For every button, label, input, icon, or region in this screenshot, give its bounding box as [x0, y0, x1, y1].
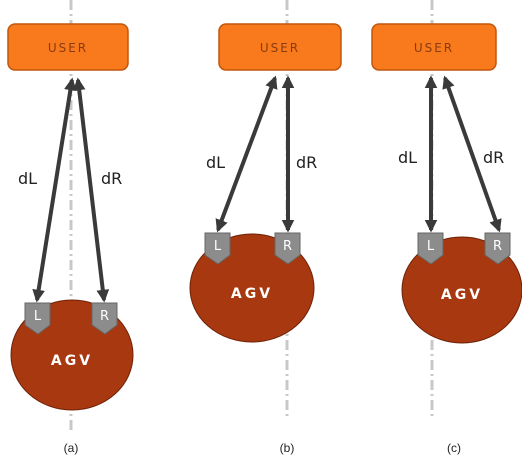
- left-distance-label: dL: [206, 153, 225, 172]
- user-box: USER: [7, 23, 129, 71]
- right-distance-arrow: [442, 75, 502, 233]
- user-label: USER: [414, 41, 454, 55]
- right-sensor-label: R: [283, 239, 292, 254]
- left-sensor-label: L: [34, 309, 42, 324]
- panel-caption: (a): [64, 441, 79, 455]
- left-sensor-label: L: [214, 239, 222, 254]
- user-box: USER: [371, 23, 497, 71]
- right-sensor: R: [274, 232, 301, 265]
- agv-label: AGV: [51, 353, 93, 369]
- right-sensor: R: [91, 302, 118, 335]
- left-sensor: L: [417, 232, 444, 265]
- right-distance-arrow: [72, 77, 110, 303]
- panel-caption: (b): [280, 441, 295, 455]
- agv-label: AGV: [231, 286, 273, 302]
- left-distance-label: dL: [18, 169, 37, 188]
- user-label: USER: [48, 41, 88, 55]
- left-sensor-label: L: [427, 239, 435, 254]
- right-sensor-label: R: [100, 309, 109, 324]
- panel-b: USER dL dR AGV L R (b): [189, 0, 342, 455]
- left-distance-arrow: [215, 75, 278, 233]
- user-label: USER: [260, 41, 300, 55]
- left-distance-label: dL: [398, 148, 417, 167]
- right-distance-label: dR: [101, 169, 122, 188]
- left-distance-arrow: [32, 77, 77, 303]
- right-sensor: R: [484, 232, 511, 265]
- left-sensor: L: [24, 302, 51, 335]
- right-distance-label: dR: [296, 153, 317, 172]
- agv-label: AGV: [441, 287, 483, 303]
- panel-caption: (c): [447, 441, 461, 455]
- panel-a: USER dL dR AGV L R (a): [7, 0, 134, 455]
- user-box: USER: [218, 23, 342, 71]
- right-distance-label: dR: [483, 148, 504, 167]
- panel-c: USER dL dR AGV L R (c): [371, 0, 522, 455]
- left-sensor: L: [204, 232, 231, 265]
- right-sensor-label: R: [493, 239, 502, 254]
